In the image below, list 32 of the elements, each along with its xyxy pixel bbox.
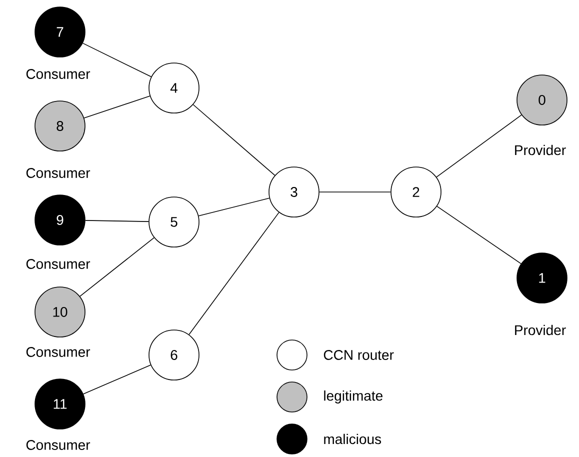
connector-line <box>84 96 150 118</box>
node-caption: Consumer <box>26 259 90 269</box>
legend-text: legitimate <box>324 390 382 404</box>
network-node: 9 <box>34 194 86 246</box>
network-node: 6 <box>148 330 200 380</box>
connector-line <box>82 364 152 394</box>
network-node: 11 <box>34 378 86 430</box>
connector-line <box>192 104 276 176</box>
legend-text: CCN router <box>324 350 394 360</box>
connector-line <box>85 220 150 222</box>
node-caption: Consumer <box>26 168 90 178</box>
node-caption: Provider <box>515 144 566 156</box>
network-node: 10 <box>34 286 86 338</box>
network-node: 2 <box>390 166 442 218</box>
connector-line <box>436 114 522 178</box>
connector-line <box>82 42 152 78</box>
node-caption: Consumer <box>26 347 90 357</box>
network-node: 8 <box>34 100 86 152</box>
network-node: 4 <box>148 62 200 114</box>
connector-line <box>188 212 280 335</box>
network-node: 5 <box>148 196 200 248</box>
connector-line <box>436 206 522 264</box>
network-node: 0 <box>516 74 568 126</box>
legend-text: malicious <box>324 434 382 444</box>
connector-line <box>80 237 154 297</box>
connector-line <box>198 198 270 216</box>
network-node: 3 <box>268 166 320 218</box>
node-caption: Consumer <box>26 440 90 450</box>
network-node: 1 <box>516 252 568 304</box>
network-node: 7 <box>34 6 86 58</box>
node-caption: Consumer <box>26 69 90 79</box>
node-caption: Provider <box>515 324 566 336</box>
